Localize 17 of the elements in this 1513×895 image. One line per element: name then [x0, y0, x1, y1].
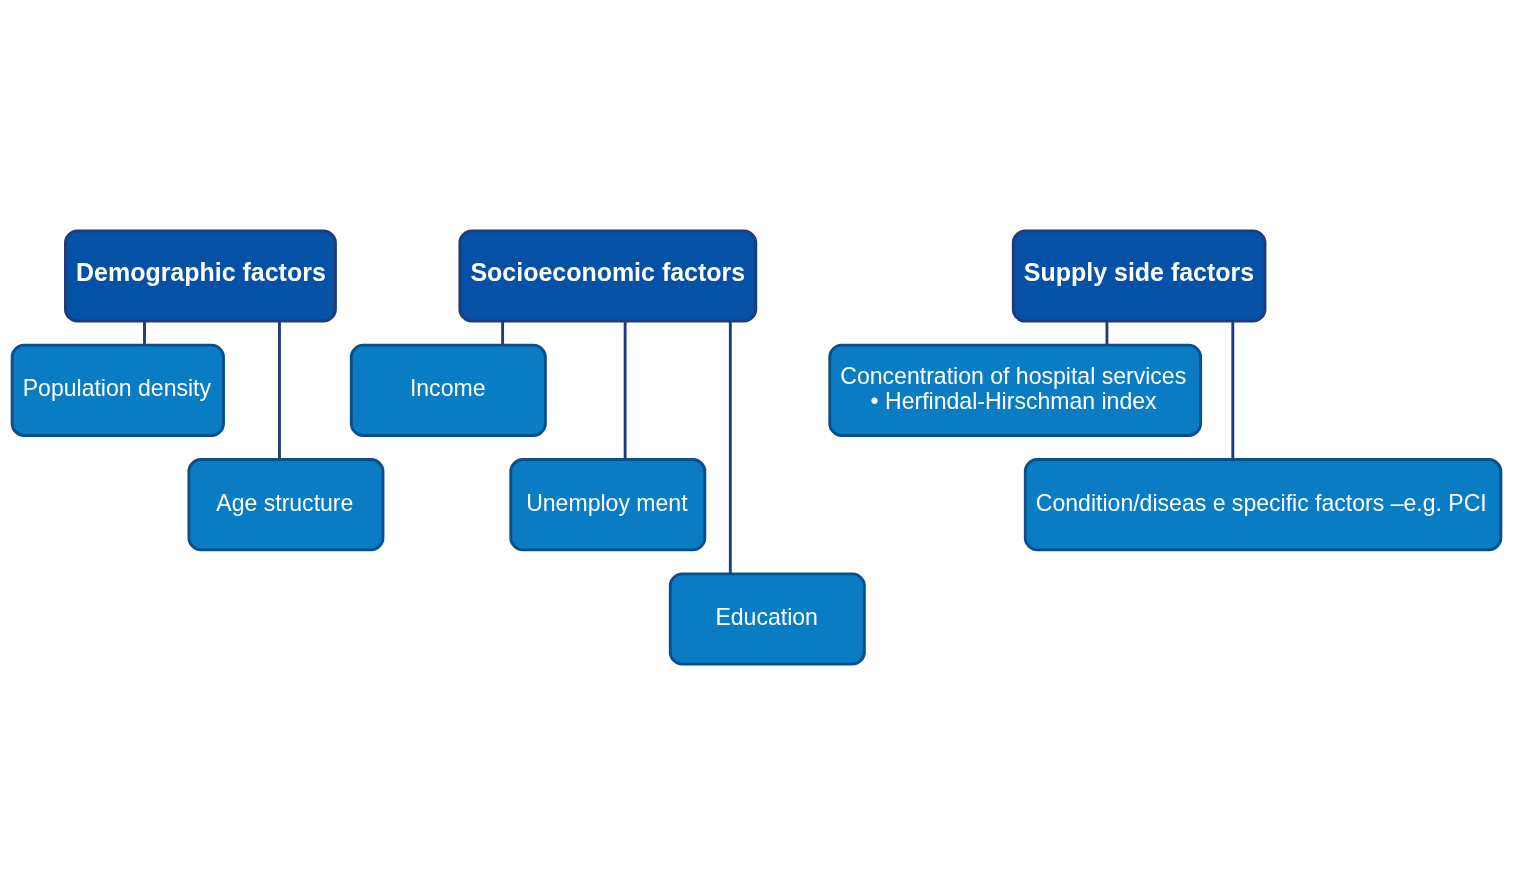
- node-box: Population density: [10, 343, 225, 437]
- node-box: Age structure: [187, 458, 385, 552]
- node-box: Education: [668, 572, 866, 666]
- node-box: Concentration of hospital services • Herfindal-Hirschman index: [828, 343, 1203, 437]
- node-box: Income: [349, 343, 547, 437]
- node-box: Demographic factors: [64, 229, 337, 323]
- connector: [728, 321, 732, 574]
- connector: [278, 321, 281, 460]
- connector: [1231, 321, 1235, 460]
- node-box: Unemploy ment: [509, 458, 707, 552]
- connector: [1105, 321, 1109, 346]
- connector: [143, 321, 146, 346]
- connector: [623, 321, 627, 460]
- connector: [501, 321, 505, 346]
- node-box: Condition/diseas e specific factors –e.g. PCI: [1023, 458, 1503, 552]
- node-box: Socioeconomic factors: [458, 229, 758, 323]
- node-box: Supply side factors: [1011, 229, 1267, 323]
